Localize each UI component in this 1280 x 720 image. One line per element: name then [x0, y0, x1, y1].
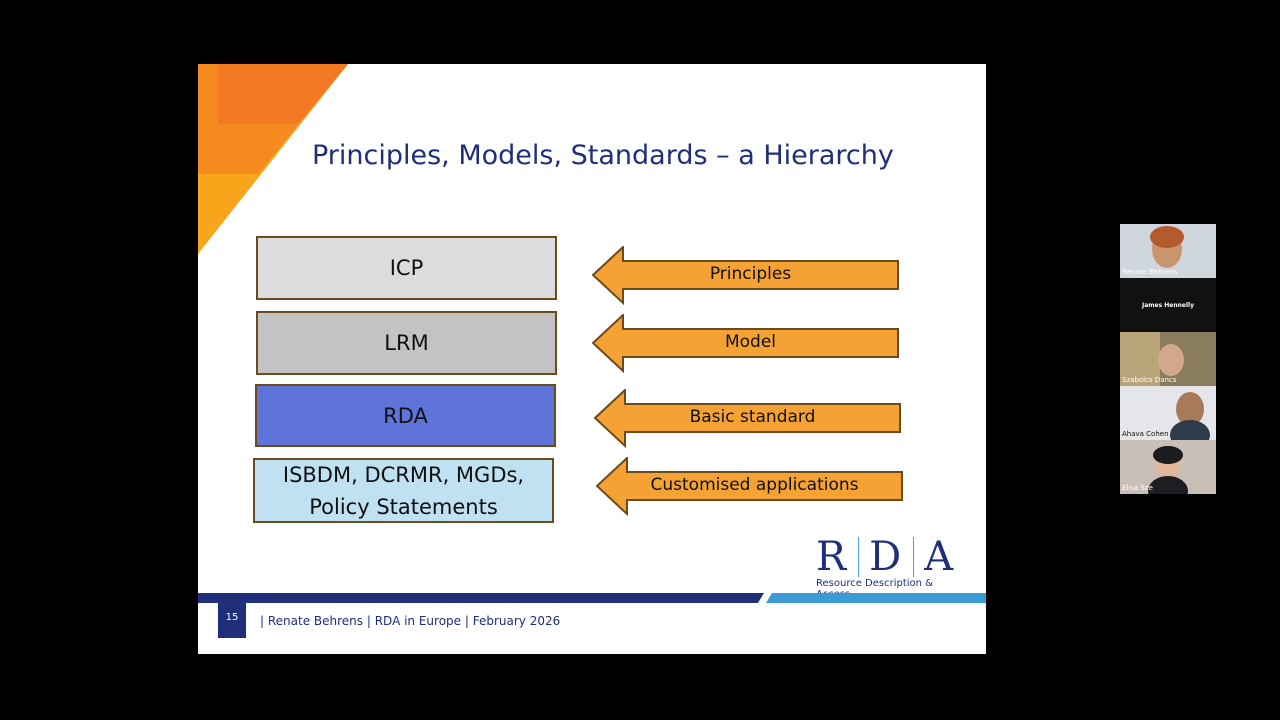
- applications-label-line1: ISBDM, DCRMR, MGDs,: [282, 462, 525, 487]
- participant-tile[interactable]: Elisa Sze: [1120, 440, 1216, 494]
- lrm-label: LRM: [384, 331, 429, 355]
- basic-standard-label: Basic standard: [689, 407, 816, 427]
- logo-letter-d: D: [869, 534, 904, 580]
- participant-name: James Hennelly: [1142, 301, 1194, 309]
- footer-text: | Renate Behrens | RDA in Europe | Febru…: [260, 614, 561, 628]
- presentation-slide: Principles, Models, Standards – a Hierar…: [198, 64, 986, 654]
- participant-shirt: [1170, 420, 1210, 440]
- slide-title: Principles, Models, Standards – a Hierar…: [312, 140, 894, 171]
- participant-background: [1120, 332, 1160, 386]
- participant-hair: [1153, 446, 1183, 464]
- customised-applications-label: Customised applications: [650, 475, 859, 495]
- logo-letter-r: R: [816, 534, 849, 580]
- principles-label: Principles: [709, 264, 792, 284]
- participant-name: Elisa Sze: [1122, 484, 1153, 492]
- participant-hair: [1150, 226, 1184, 248]
- participant-tile[interactable]: Renate Behrens: [1120, 224, 1216, 278]
- rda-logo-letters: R D A: [816, 534, 966, 580]
- participant-name: Renate Behrens: [1122, 268, 1178, 276]
- page-number: 15: [218, 602, 246, 638]
- logo-letter-a: A: [924, 534, 956, 580]
- participant-name: Szabolcs Dancs: [1122, 376, 1177, 384]
- participant-video: [1158, 344, 1184, 376]
- model-arrow: Model: [592, 314, 900, 374]
- lrm-box: LRM: [256, 311, 557, 375]
- participant-panel: Renate Behrens James Hennelly Szabolcs D…: [1120, 224, 1216, 494]
- icp-box: ICP: [256, 236, 557, 300]
- participant-name: Ahava Cohen: [1122, 430, 1169, 438]
- applications-box: ISBDM, DCRMR, MGDs, Policy Statements: [253, 458, 554, 523]
- principles-arrow: Principles: [592, 246, 900, 306]
- rda-label: RDA: [383, 403, 428, 428]
- corner-decoration: [198, 64, 348, 254]
- icp-label: ICP: [389, 256, 424, 280]
- customised-applications-arrow: Customised applications: [596, 457, 904, 517]
- rda-box: RDA: [255, 384, 556, 447]
- participant-tile[interactable]: Szabolcs Dancs: [1120, 332, 1216, 386]
- basic-standard-arrow: Basic standard: [594, 389, 902, 449]
- applications-label-line2: Policy Statements: [309, 494, 498, 519]
- participant-tile[interactable]: James Hennelly: [1120, 278, 1216, 332]
- model-label: Model: [724, 332, 777, 352]
- footer-stripe: [198, 593, 986, 603]
- participant-shirt: [1148, 476, 1188, 494]
- participant-tile[interactable]: Ahava Cohen: [1120, 386, 1216, 440]
- rda-logo: R D A Resource Description & Access: [816, 534, 966, 600]
